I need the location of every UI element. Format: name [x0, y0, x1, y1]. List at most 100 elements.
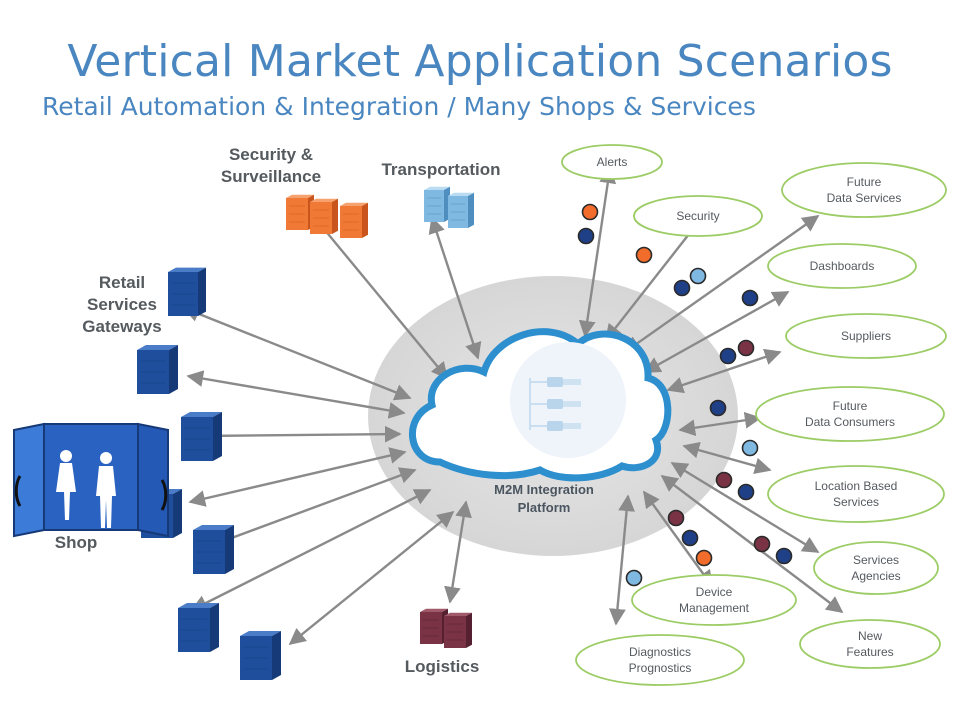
data-dot [715, 471, 733, 489]
security-surveillance-label: Security & Surveillance [206, 144, 336, 188]
retail-services-gateways-label: Retail Services Gateways [72, 272, 172, 338]
connection-arrows [182, 166, 844, 646]
service-label: Future [833, 399, 868, 413]
data-dot [681, 529, 699, 547]
retail-label-line2: Services [87, 295, 157, 314]
service-label: Services [833, 495, 879, 509]
data-dot [695, 549, 713, 567]
connection-arrow [643, 490, 713, 588]
orange-server-icon [286, 194, 314, 230]
blue-server-icon [137, 345, 178, 394]
service-label: Suppliers [841, 329, 891, 343]
connection-arrow [303, 204, 449, 380]
maroon-server-icon [420, 608, 448, 644]
service-suppliers: Suppliers [785, 313, 947, 359]
data-dot [625, 569, 643, 587]
transportation-label: Transportation [381, 160, 501, 179]
data-dot [581, 203, 599, 221]
logistics-label: Logistics [404, 657, 480, 676]
shop-door-left [13, 422, 45, 538]
lightblue-server-icon [448, 192, 474, 228]
service-label: Data Consumers [805, 415, 895, 429]
service-label: Agencies [851, 569, 900, 583]
data-dot [741, 439, 759, 457]
maroon-server-icon [444, 612, 472, 648]
shop-label: Shop [54, 533, 98, 552]
service-label: Management [679, 601, 750, 615]
blue-server-icon [240, 631, 281, 680]
service-label: Diagnostics [629, 645, 691, 659]
connection-arrow [188, 447, 407, 507]
connection-arrow [186, 370, 406, 419]
blue-server-icon [181, 412, 222, 461]
blue-server-icon [193, 525, 234, 574]
m2m-cloud-icon [408, 328, 672, 482]
service-label: Data Services [827, 191, 902, 205]
man-silhouette-icon [96, 452, 116, 528]
data-dot [689, 267, 707, 285]
data-dot [775, 547, 793, 565]
blue-server-icon [178, 603, 219, 652]
connection-arrow [444, 500, 472, 604]
plug-icon [547, 421, 563, 431]
data-dots [577, 203, 793, 587]
retail-label-line3: Gateways [82, 317, 162, 336]
service-dashboards: Dashboards [767, 243, 917, 289]
blue-server-icon [168, 267, 206, 316]
plug-icon [547, 399, 563, 409]
service-label: Dashboards [810, 259, 875, 273]
woman-silhouette-icon [56, 450, 76, 520]
data-dot [577, 227, 595, 245]
retail-label-line1: Retail [98, 273, 146, 292]
service-alerts: Alerts [561, 144, 663, 180]
orange-server-icon [310, 198, 338, 234]
service-label: Features [846, 645, 893, 659]
plug-icon [547, 377, 563, 387]
data-dot [753, 535, 771, 553]
service-label: Alerts [597, 155, 628, 169]
door-handle-icon [160, 479, 168, 511]
platform-label-line1: M2M Integration [494, 482, 594, 497]
platform-circle [510, 342, 626, 458]
data-dot [709, 399, 727, 417]
connection-arrow [578, 166, 617, 338]
connection-arrow [208, 467, 417, 549]
connection-arrow [666, 348, 782, 394]
page-subtitle: Retail Automation & Integration / Many S… [42, 92, 756, 121]
service-label: Location Based [815, 479, 898, 493]
door-handle-icon [14, 475, 22, 507]
data-dot [741, 289, 759, 307]
data-dot [737, 483, 755, 501]
orange-server-icon [340, 202, 368, 238]
connection-arrow [182, 305, 412, 401]
connection-arrow [678, 411, 762, 437]
data-dot [719, 347, 737, 365]
security-label-line2: Surveillance [220, 167, 322, 186]
connection-arrow [670, 461, 820, 554]
page-title: Vertical Market Application Scenarios [67, 36, 893, 87]
service-label: Future [847, 175, 882, 189]
security-label-line1: Security & [228, 145, 314, 164]
service-label: Device [696, 585, 733, 599]
service-label: Security [676, 209, 719, 223]
data-dot [737, 339, 755, 357]
service-label: Services [853, 553, 899, 567]
lightblue-server-icon [424, 186, 450, 222]
platform-label-line2: Platform [518, 500, 571, 515]
service-security: Security [633, 195, 763, 237]
data-dot [635, 246, 653, 264]
service-label: Prognostics [629, 661, 692, 675]
connection-arrow [609, 494, 635, 626]
connection-arrow [428, 216, 482, 360]
connection-arrow [288, 510, 455, 646]
